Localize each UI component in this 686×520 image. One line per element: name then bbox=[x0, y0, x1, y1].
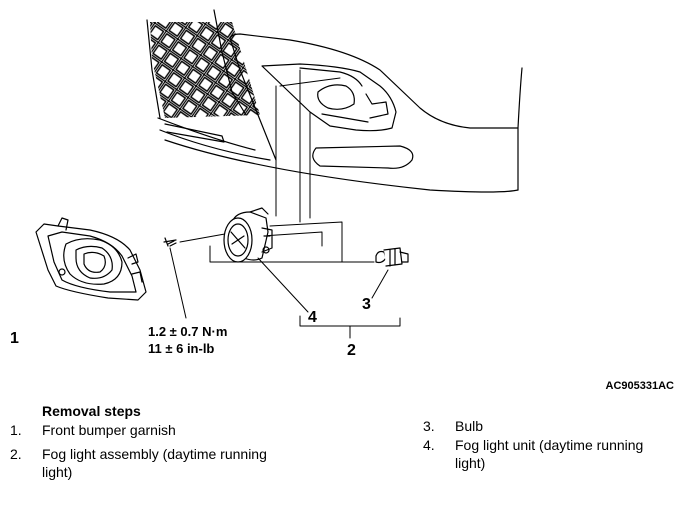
callout-1: 1 bbox=[10, 330, 19, 347]
callout-4: 4 bbox=[308, 309, 317, 326]
callout-2: 2 bbox=[347, 342, 356, 359]
torque-spec: 1.2 ± 0.7 N·m 11 ± 6 in-lb bbox=[148, 323, 227, 357]
step-number: 1. bbox=[10, 422, 22, 438]
figure-id: AC905331AC bbox=[605, 380, 674, 392]
front-bumper-garnish bbox=[35, 217, 147, 301]
step-text: Front bumper garnish bbox=[42, 422, 176, 438]
step-number: 4. bbox=[423, 437, 435, 453]
step-text: Fog light assembly (daytime running ligh… bbox=[42, 446, 267, 480]
removal-step: 1. Front bumper garnish bbox=[10, 421, 270, 439]
fog-light-unit bbox=[223, 207, 309, 313]
step-text: Fog light unit (daytime running light) bbox=[455, 437, 644, 471]
step-text: Bulb bbox=[455, 418, 484, 434]
bulb bbox=[371, 247, 409, 299]
removal-step: 4. Fog light unit (daytime running light… bbox=[423, 436, 673, 472]
screw bbox=[163, 237, 187, 319]
assembly-bracket bbox=[299, 315, 401, 339]
removal-steps-title: Removal steps bbox=[42, 403, 141, 419]
torque-metric: 1.2 ± 0.7 N·m bbox=[148, 324, 228, 339]
removal-step: 2. Fog light assembly (daytime running l… bbox=[10, 445, 270, 481]
removal-step: 3. Bulb bbox=[423, 417, 673, 435]
callout-3: 3 bbox=[362, 296, 371, 313]
front-bumper bbox=[146, 9, 523, 193]
step-number: 2. bbox=[10, 446, 22, 462]
exploded-view-diagram bbox=[35, 9, 523, 339]
step-number: 3. bbox=[423, 418, 435, 434]
leader-lines bbox=[179, 69, 375, 263]
torque-imperial: 11 ± 6 in-lb bbox=[148, 341, 215, 356]
